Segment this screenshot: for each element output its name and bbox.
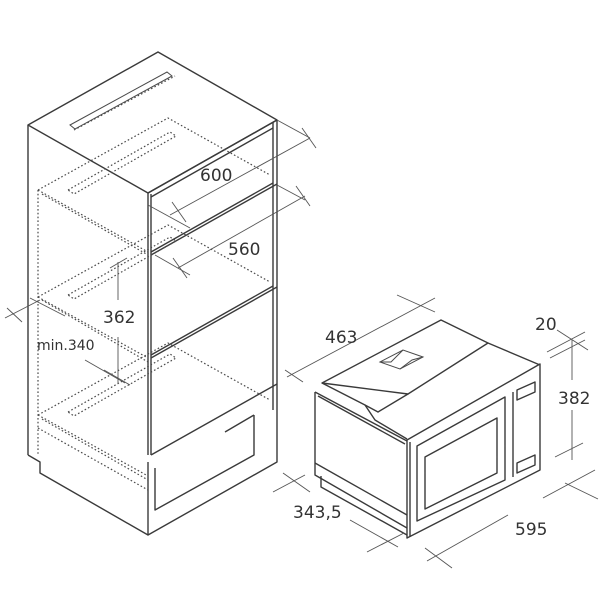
dim-362: 362 (103, 257, 135, 386)
cabinet-top-face (27, 51, 278, 194)
hidden-lines (37, 117, 271, 491)
label-382: 382 (558, 389, 590, 409)
dim-382: 382 (554, 340, 590, 460)
label-362: 362 (103, 308, 135, 328)
dim-min340: min.340 (4, 297, 126, 384)
control-button (516, 454, 536, 474)
label-463: 463 (325, 328, 357, 348)
label-595: 595 (515, 520, 547, 540)
top-vent-slot (69, 71, 173, 130)
dim-343-5: 343,5 (272, 472, 405, 553)
label-560: 560 (228, 240, 260, 260)
display-panel (516, 381, 536, 401)
dim-560: 560 (154, 184, 311, 279)
microwave (314, 319, 541, 539)
door-window (424, 417, 498, 510)
dim-595: 595 (424, 469, 599, 569)
label-600: 600 (200, 166, 232, 186)
label-min340: min.340 (37, 338, 95, 354)
dim-20: 20 (535, 315, 589, 359)
dim-600: 600 (147, 119, 317, 229)
label-343-5: 343,5 (293, 503, 342, 523)
label-20: 20 (535, 315, 557, 335)
tall-cabinet (27, 51, 278, 536)
door (416, 396, 506, 522)
front-frame (406, 363, 541, 539)
dim-463: 463 (284, 294, 436, 383)
